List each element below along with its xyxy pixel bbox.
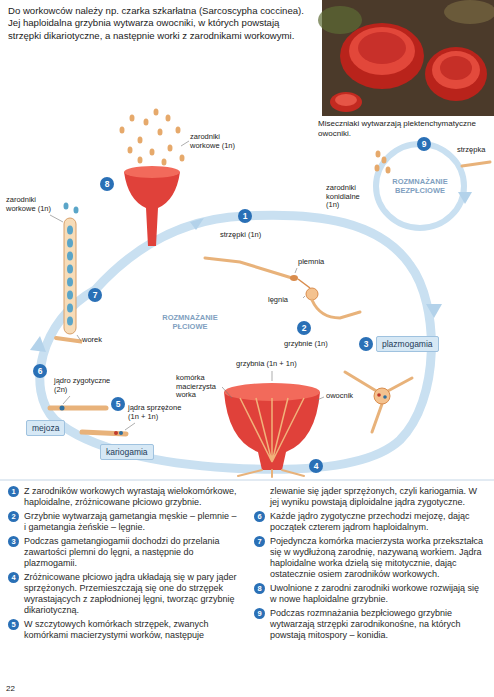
- node-text: kariogamia: [106, 447, 148, 457]
- step-number: 9: [417, 137, 431, 151]
- cycle-name: ROZMNAŻANIE BEZPŁCIOWE: [388, 178, 452, 195]
- step-list: 1 Z zarodników workowych wyrastają wielok…: [8, 486, 486, 643]
- node-text: 8: [257, 584, 261, 593]
- part-label: zarodniki workowe (1n): [6, 196, 58, 213]
- node-text: 7: [93, 290, 98, 300]
- page-number: 22: [6, 684, 36, 694]
- list-number: 1: [8, 486, 19, 497]
- node-text: 1: [11, 487, 15, 496]
- list-text: Grzybnie wytwarzają gametangia męskie – …: [24, 511, 237, 532]
- part-label: grzybnie (1n): [284, 340, 344, 349]
- step-number: 6: [33, 364, 47, 378]
- node-text: mejoza: [32, 423, 59, 433]
- process-box: plazmogamia: [376, 336, 439, 352]
- part-label: grzybnia (1n + 1n): [236, 360, 308, 369]
- part-label: plemnia: [298, 258, 338, 267]
- node-text: 3: [11, 537, 15, 546]
- list-number: 9: [254, 608, 265, 619]
- process-box: mejoza: [26, 420, 65, 436]
- step-number: 8: [100, 177, 114, 191]
- step-number: 4: [309, 459, 323, 473]
- node-text: 2: [11, 512, 15, 521]
- step-number: 1: [238, 209, 252, 223]
- part-label: strzępki (1n): [220, 231, 282, 240]
- part-label: jądra sprzężone (1n + 1n): [128, 404, 188, 421]
- cycle-name: ROZMNAŻANIE PŁCIOWE: [150, 314, 230, 331]
- node-text: 5: [116, 399, 121, 409]
- part-label: zarodniki workowe (1n): [190, 133, 242, 150]
- photo-caption: Miseczniaki wytwarzają plektenchymatyczn…: [318, 119, 486, 138]
- list-number: 5: [8, 619, 19, 630]
- list-number: 4: [8, 572, 19, 583]
- list-item: 7 Pojedyncza komórka macierzysta worka pr…: [254, 536, 486, 580]
- list-number: 2: [8, 511, 19, 522]
- node-text: 1: [243, 211, 248, 221]
- node-text: 6: [257, 512, 261, 521]
- process-box: kariogamia: [100, 444, 154, 460]
- list-text: Podczas gametangiogamii dochodzi do prze…: [24, 536, 220, 568]
- node-text: 7: [257, 537, 261, 546]
- list-item: 3 Podczas gametangiogamii dochodzi do prz…: [8, 536, 240, 569]
- list-number: 7: [254, 536, 265, 547]
- node-text: 2: [302, 323, 307, 333]
- node-text: plazmogamia: [382, 339, 433, 349]
- list-item: 1 Z zarodników workowych wyrastają wielok…: [8, 486, 240, 508]
- list-item: 9 Podczas rozmnażania bezpłciowego grzybn…: [254, 608, 486, 641]
- list-text: Uwolnione z zarodni zarodniki workowe ro…: [270, 583, 479, 604]
- intro-text: Do workowców należy np. czarka szkarłatn…: [8, 5, 313, 42]
- list-text: Podczas rozmnażania bezpłciowego grzybni…: [270, 608, 461, 640]
- list-text: Każde jądro zygotyczne przechodzi mejozę…: [270, 511, 470, 532]
- node-text: 3: [364, 339, 369, 349]
- node-text: 4: [314, 461, 319, 471]
- part-label: komórka macierzysta worka: [176, 374, 222, 400]
- list-item: 8 Uwolnione z zarodni zarodniki workowe r…: [254, 583, 486, 605]
- list-number: 6: [254, 511, 265, 522]
- node-text: 5: [11, 620, 15, 629]
- list-item: 2 Grzybnie wytwarzają gametangia męskie –…: [8, 511, 240, 533]
- part-label: jądro zygotyczne (2n): [54, 377, 114, 394]
- list-text: Zróżnicowane płciowo jądra układają się …: [24, 572, 237, 615]
- part-label: strzępka: [457, 146, 491, 155]
- list-text: Z zarodników workowych wyrastają wieloko…: [24, 486, 237, 507]
- node-text: 6: [38, 366, 43, 376]
- step-number: 5: [111, 397, 125, 411]
- list-number: 8: [254, 583, 265, 594]
- node-text: 9: [257, 609, 261, 618]
- list-item: 4 Zróżnicowane płciowo jądra układają się…: [8, 572, 240, 616]
- list-text: Pojedyncza komórka macierzysta worka prz…: [270, 536, 483, 579]
- node-text: 8: [105, 179, 110, 189]
- node-text: 9: [422, 139, 427, 149]
- list-number: 3: [8, 536, 19, 547]
- step-number: 3: [359, 337, 373, 351]
- node-text: 4: [11, 573, 15, 582]
- step-number: 2: [297, 321, 311, 335]
- part-label: worek: [82, 336, 112, 345]
- list-item: 6 Każde jądro zygotyczne przechodzi mejoz…: [254, 511, 486, 533]
- part-label: owocnik: [326, 392, 366, 401]
- step-number: 7: [88, 288, 102, 302]
- part-label: lęgnia: [268, 296, 302, 305]
- part-label: zarodniki konidialne (1n): [326, 184, 372, 210]
